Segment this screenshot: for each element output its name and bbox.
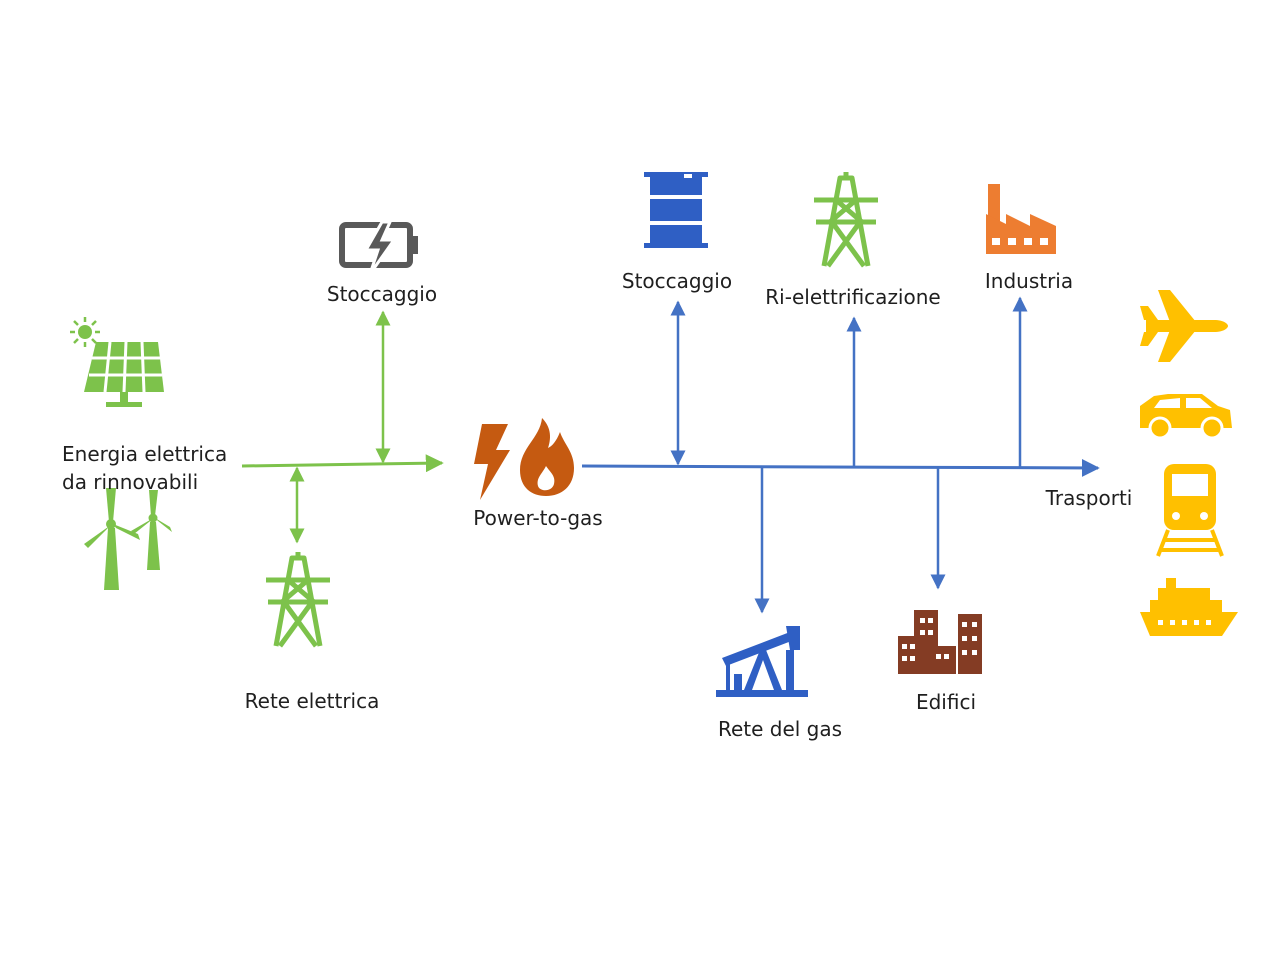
airplane-icon [1140, 290, 1228, 362]
gas-grid-label: Rete del gas [717, 717, 843, 741]
renewables-to-p2g-arrow [241, 454, 444, 473]
gas-connectors [581, 296, 1100, 614]
power-to-gas-label: Power-to-gas [473, 506, 603, 530]
lightning-icon [474, 424, 510, 500]
p2g-main-arrow [581, 458, 1100, 477]
industry-label: Industria [984, 269, 1074, 293]
renewables-label: Energia elettrica da rinnovabili [62, 440, 227, 496]
electric-storage-label: Stoccaggio [326, 282, 438, 306]
electric-grid-label: Rete elettrica [244, 689, 380, 713]
reelectrification-label: Ri-elettrificazione [765, 285, 941, 309]
flame-icon [520, 418, 574, 496]
buildings-icon [898, 610, 982, 674]
sun-icon [70, 317, 100, 347]
buildings-label: Edifici [915, 690, 977, 714]
barrel-icon [644, 172, 708, 248]
car-icon [1140, 394, 1232, 440]
renewables-label-line2: da rinnovabili [62, 470, 199, 494]
pylon-icon [266, 552, 330, 648]
solar-panel-icon [84, 341, 164, 407]
factory-icon [986, 184, 1056, 254]
pylon-icon [814, 172, 878, 268]
transport-label: Trasporti [1045, 486, 1133, 510]
battery-icon [339, 220, 418, 275]
train-icon [1156, 464, 1224, 557]
pumpjack-icon [716, 626, 808, 697]
gas-storage-label: Stoccaggio [621, 269, 733, 293]
electric-connectors [241, 310, 444, 544]
wind-turbine-icon [84, 488, 172, 590]
ship-icon [1140, 578, 1238, 636]
renewables-label-line1: Energia elettrica [62, 442, 228, 466]
